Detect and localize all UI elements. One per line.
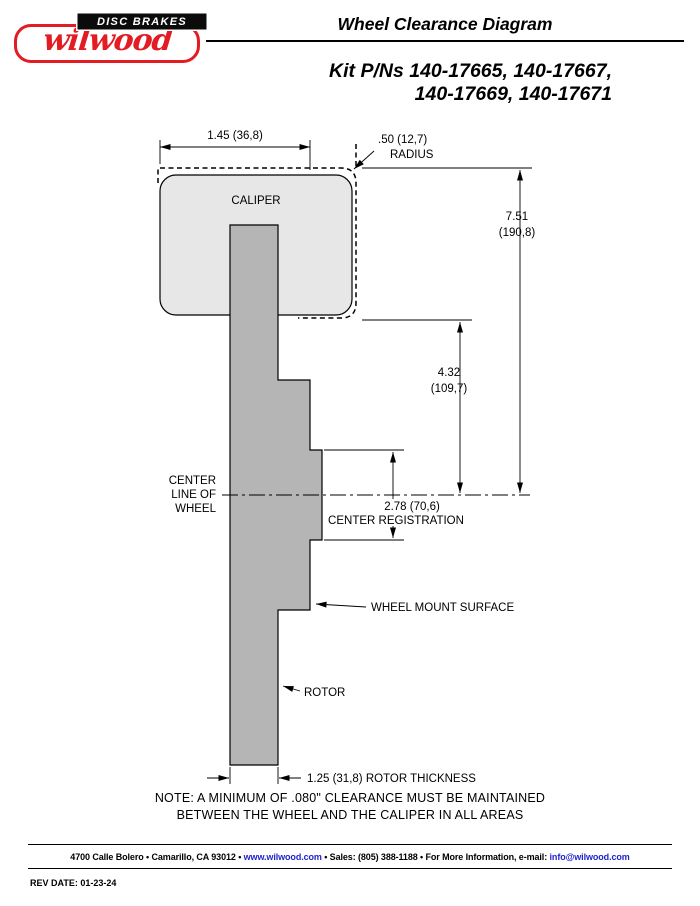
note-line1: NOTE: A MINIMUM OF .080" CLEARANCE MUST … bbox=[155, 791, 545, 805]
dim-registration-text2: CENTER REGISTRATION bbox=[328, 515, 464, 527]
footer-sales: • Sales: (805) 388-1188 • For More Infor… bbox=[321, 851, 550, 862]
centerline-label-line2: LINE OF bbox=[171, 489, 216, 501]
email-link[interactable]: info@wilwood.com bbox=[549, 851, 630, 862]
note-line2: BETWEEN THE WHEEL AND THE CALIPER IN ALL… bbox=[177, 808, 524, 822]
clearance-note: NOTE: A MINIMUM OF .080" CLEARANCE MUST … bbox=[155, 791, 545, 822]
centerline-label-line1: CENTER bbox=[169, 475, 216, 487]
leader-line bbox=[353, 150, 375, 170]
disc-brakes-banner: DISC BRAKES bbox=[76, 12, 208, 31]
dim-caliper-bottom-text2: (109,7) bbox=[431, 383, 468, 395]
kit-part-numbers-line1: Kit P/Ns 140-17665, 140-17667, bbox=[329, 60, 612, 82]
wheel-mount-label: WHEEL MOUNT SURFACE bbox=[371, 602, 514, 614]
dimension-rotor-thickness: 1.25 (31,8) ROTOR THICKNESS bbox=[207, 767, 476, 785]
radius-callout: .50 (12,7) RADIUS bbox=[353, 134, 434, 170]
kit-part-numbers: Kit P/Ns 140-17665, 140-17667, 140-17669… bbox=[329, 60, 612, 106]
radius-text-line1: .50 (12,7) bbox=[378, 134, 427, 146]
leader-line bbox=[282, 685, 301, 692]
kit-part-numbers-line2: 140-17669, 140-17671 bbox=[414, 83, 612, 105]
caliper-label: CALIPER bbox=[231, 195, 280, 207]
rotor-label: ROTOR bbox=[304, 687, 345, 699]
rotor-thickness-text: 1.25 (31,8) ROTOR THICKNESS bbox=[307, 773, 476, 785]
dim-height-text1: 7.51 bbox=[506, 211, 528, 223]
dimension-center-registration: 2.78 (70,6) CENTER REGISTRATION bbox=[324, 449, 464, 541]
footer-address: 4700 Calle Bolero • Camarillo, CA 93012 … bbox=[70, 851, 244, 862]
clearance-envelope-dashed bbox=[157, 167, 357, 319]
dim-height-text2: (190,8) bbox=[499, 227, 536, 239]
dim-caliper-bottom-text1: 4.32 bbox=[438, 367, 460, 379]
footer-contact-bar: 4700 Calle Bolero • Camarillo, CA 93012 … bbox=[28, 844, 672, 869]
rev-date: REV DATE: 01-23-24 bbox=[30, 878, 117, 888]
centerline-label: CENTER LINE OF WHEEL bbox=[169, 475, 217, 515]
radius-text-line2: RADIUS bbox=[390, 149, 434, 161]
dimension-caliper-bottom: 4.32 (109,7) bbox=[362, 319, 472, 493]
website-link[interactable]: www.wilwood.com bbox=[243, 851, 322, 862]
centerline-label-line3: WHEEL bbox=[175, 503, 217, 515]
wilwood-logo: DISC BRAKES wilwood bbox=[14, 12, 208, 66]
dim-registration-text1: 2.78 (70,6) bbox=[384, 501, 440, 513]
dimension-envelope-height: 7.51 (190,8) bbox=[362, 167, 536, 493]
wheel-mount-surface-callout: WHEEL MOUNT SURFACE bbox=[315, 601, 514, 614]
dim-width-text: 1.45 (36,8) bbox=[207, 130, 263, 142]
leader-line bbox=[315, 601, 367, 608]
rotor-callout: ROTOR bbox=[282, 685, 345, 699]
title-divider bbox=[206, 40, 684, 42]
dimension-caliper-overhang: 1.45 (36,8) bbox=[159, 130, 311, 170]
page-title: Wheel Clearance Diagram bbox=[337, 14, 553, 34]
